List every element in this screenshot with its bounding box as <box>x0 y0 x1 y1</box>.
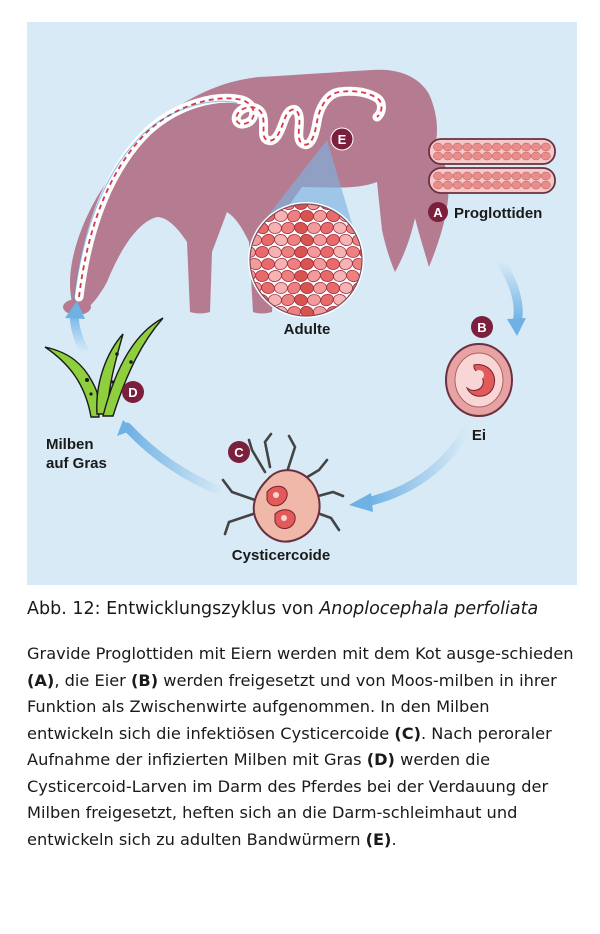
caption-species: Anoplocephala perfoliata <box>319 599 539 619</box>
body-segment-5: werden die Cysticercoid-Larven im Darm d… <box>27 750 549 849</box>
ref-b: (B) <box>130 670 159 690</box>
label-ei: Ei <box>472 427 486 444</box>
badge-a: A <box>428 202 448 222</box>
badge-d: D <box>122 381 144 403</box>
cycle-arrows <box>65 257 526 512</box>
description-paragraph: Gravide Proglottiden mit Eiern werden mi… <box>27 641 575 853</box>
badge-a-letter: A <box>433 205 443 220</box>
ref-d: (D) <box>366 750 395 769</box>
egg <box>445 343 513 417</box>
intestine-dashes <box>78 90 383 298</box>
ref-a: (A) <box>27 670 55 690</box>
badge-e: E <box>330 127 354 151</box>
label-cysticercoide: Cysticercoide <box>232 547 330 564</box>
life-cycle-figure: A B C D E Proglottiden Ei Cysticercoide … <box>27 22 577 585</box>
label-adulte: Adulte <box>284 321 331 338</box>
ref-c: (C) <box>394 723 421 743</box>
badge-c: C <box>228 441 250 463</box>
intestine-outline <box>73 100 238 301</box>
badge-c-letter: C <box>234 445 244 460</box>
zoom-cone <box>259 140 353 227</box>
caption-text: Entwicklungszyklus von <box>106 599 314 619</box>
grass-blades <box>44 317 164 418</box>
body-segment-6: . <box>391 829 397 849</box>
figure-caption: Abb. 12: Entwicklungszyklus von Anoploce… <box>27 597 577 621</box>
body-segment-4: . Nach peroraler Aufnahme der infizierte… <box>27 723 552 770</box>
badge-e-letter: E <box>338 132 347 147</box>
mite <box>221 432 345 543</box>
badge-b-letter: B <box>477 320 486 335</box>
caption-number: Abb. 12: <box>27 599 101 619</box>
badge-d-letter: D <box>128 385 137 400</box>
label-milben-line2: auf Gras <box>46 455 107 472</box>
ref-e: (E) <box>365 829 392 849</box>
label-milben-line1: Milben <box>46 436 94 453</box>
body-segment-2: , die Eier <box>54 670 131 690</box>
body-segment-3: werden freigesetzt und von Moos-milben i… <box>27 670 557 743</box>
proglottids-stack <box>428 138 556 194</box>
body-segment-1: Gravide Proglottiden mit Eiern werden mi… <box>27 644 574 663</box>
label-proglottiden: Proglottiden <box>454 205 542 222</box>
badge-b: B <box>471 316 493 338</box>
